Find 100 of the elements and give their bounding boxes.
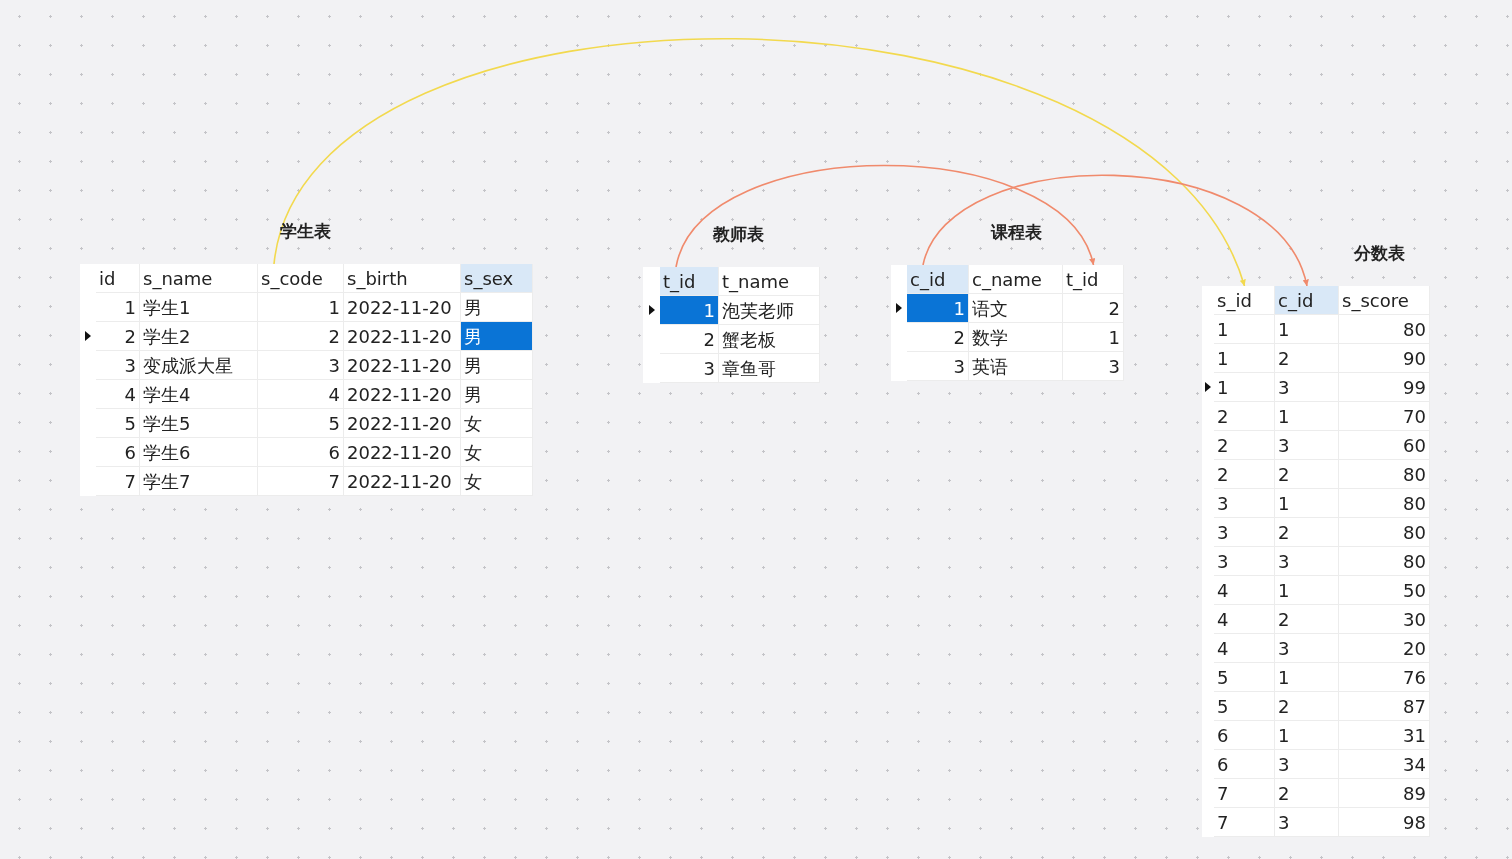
- table-cell: 2: [1275, 605, 1339, 634]
- table-cell: 3: [1214, 547, 1275, 576]
- table-cell: 2: [1214, 431, 1275, 460]
- table-title: 学生表: [280, 220, 331, 243]
- table-cell: 7: [258, 467, 344, 496]
- table-cell: 7: [1214, 779, 1275, 808]
- table-cell: 1: [1063, 323, 1124, 352]
- table-cell: 5: [96, 409, 140, 438]
- table-cell: 6: [1214, 721, 1275, 750]
- table-cell: 4: [1214, 634, 1275, 663]
- table-cell: 学生4: [140, 380, 258, 409]
- column-header: t_id: [1063, 265, 1124, 294]
- column-header: s_birth: [344, 264, 461, 293]
- table-cell: 2: [258, 322, 344, 351]
- table-cell: 女: [461, 409, 533, 438]
- table-cell: 1: [96, 293, 140, 322]
- table-cell: 76: [1339, 663, 1430, 692]
- table-cell: 男: [461, 351, 533, 380]
- table-cell: 5: [1214, 663, 1275, 692]
- table-cell: 80: [1339, 489, 1430, 518]
- table-cell: 2: [1063, 294, 1124, 323]
- table-cell: 7: [96, 467, 140, 496]
- table-cell: 3: [1063, 352, 1124, 381]
- table-cell: 学生7: [140, 467, 258, 496]
- table-title: 课程表: [991, 221, 1042, 244]
- table-cell: 80: [1339, 547, 1430, 576]
- table-cell: 2022-11-20: [344, 351, 461, 380]
- table-cell: 1: [660, 296, 719, 325]
- table-cell: 3: [1214, 518, 1275, 547]
- connector-arrow: [922, 174, 1308, 287]
- table-cell: 数学: [969, 323, 1063, 352]
- table-cell: 2022-11-20: [344, 409, 461, 438]
- table-cell: 1: [1275, 576, 1339, 605]
- table-cell: 6: [258, 438, 344, 467]
- column-header: s_name: [140, 264, 258, 293]
- table-cell: 3: [907, 352, 969, 381]
- table-cell: 变成派大星: [140, 351, 258, 380]
- table-cell: 2: [1275, 460, 1339, 489]
- column-header: id: [96, 264, 140, 293]
- table-cell: 3: [1275, 373, 1339, 402]
- table-cell: 2: [1275, 518, 1339, 547]
- table-cell: 2022-11-20: [344, 293, 461, 322]
- table-cell: 99: [1339, 373, 1430, 402]
- table-cell: 英语: [969, 352, 1063, 381]
- table-cell: 1: [1275, 402, 1339, 431]
- table-cell: 2: [1214, 402, 1275, 431]
- table-cell: 章鱼哥: [719, 354, 820, 383]
- table-cell: 7: [1214, 808, 1275, 837]
- table-cell: 2: [1275, 692, 1339, 721]
- table-cell: 女: [461, 438, 533, 467]
- table-cell: 1: [258, 293, 344, 322]
- table-cell: 3: [258, 351, 344, 380]
- table-cell: 1: [1275, 663, 1339, 692]
- table-cell: 2022-11-20: [344, 438, 461, 467]
- table-cell: 学生2: [140, 322, 258, 351]
- table-cell: 4: [1214, 576, 1275, 605]
- column-header: c_id: [907, 265, 969, 294]
- table-cell: 20: [1339, 634, 1430, 663]
- table-cell: 50: [1339, 576, 1430, 605]
- column-header: c_name: [969, 265, 1063, 294]
- table-cell: 3: [96, 351, 140, 380]
- table-cell: 蟹老板: [719, 325, 820, 354]
- table-cell: 1: [907, 294, 969, 323]
- connector-arrow: [273, 37, 1246, 287]
- table-cell: 4: [96, 380, 140, 409]
- column-header: s_score: [1339, 286, 1430, 315]
- table-cell: 4: [258, 380, 344, 409]
- table-cell: 98: [1339, 808, 1430, 837]
- column-header: s_code: [258, 264, 344, 293]
- column-header: t_id: [660, 267, 719, 296]
- table-cell: 2: [96, 322, 140, 351]
- table-cell: 89: [1339, 779, 1430, 808]
- table-cell: 5: [1214, 692, 1275, 721]
- column-header: t_name: [719, 267, 820, 296]
- table-cell: 男: [461, 322, 533, 351]
- table-cell: 3: [1275, 808, 1339, 837]
- column-header: s_sex: [461, 264, 533, 293]
- table-cell: 3: [660, 354, 719, 383]
- table-cell: 3: [1275, 547, 1339, 576]
- table-cell: 1: [1275, 489, 1339, 518]
- table-cell: 80: [1339, 518, 1430, 547]
- table-cell: 1: [1275, 721, 1339, 750]
- table-cell: 2: [1214, 460, 1275, 489]
- table-title: 教师表: [713, 223, 764, 246]
- table-cell: 学生1: [140, 293, 258, 322]
- table-cell: 语文: [969, 294, 1063, 323]
- table-cell: 6: [96, 438, 140, 467]
- table-cell: 31: [1339, 721, 1430, 750]
- column-header: s_id: [1214, 286, 1275, 315]
- table-cell: 30: [1339, 605, 1430, 634]
- table-cell: 3: [1275, 431, 1339, 460]
- table-cell: 1: [1275, 315, 1339, 344]
- table-cell: 2: [907, 323, 969, 352]
- table-cell: 1: [1214, 344, 1275, 373]
- table-cell: 2: [660, 325, 719, 354]
- table-cell: 5: [258, 409, 344, 438]
- table-cell: 34: [1339, 750, 1430, 779]
- table-cell: 2022-11-20: [344, 467, 461, 496]
- table-cell: 1: [1214, 315, 1275, 344]
- table-cell: 3: [1275, 634, 1339, 663]
